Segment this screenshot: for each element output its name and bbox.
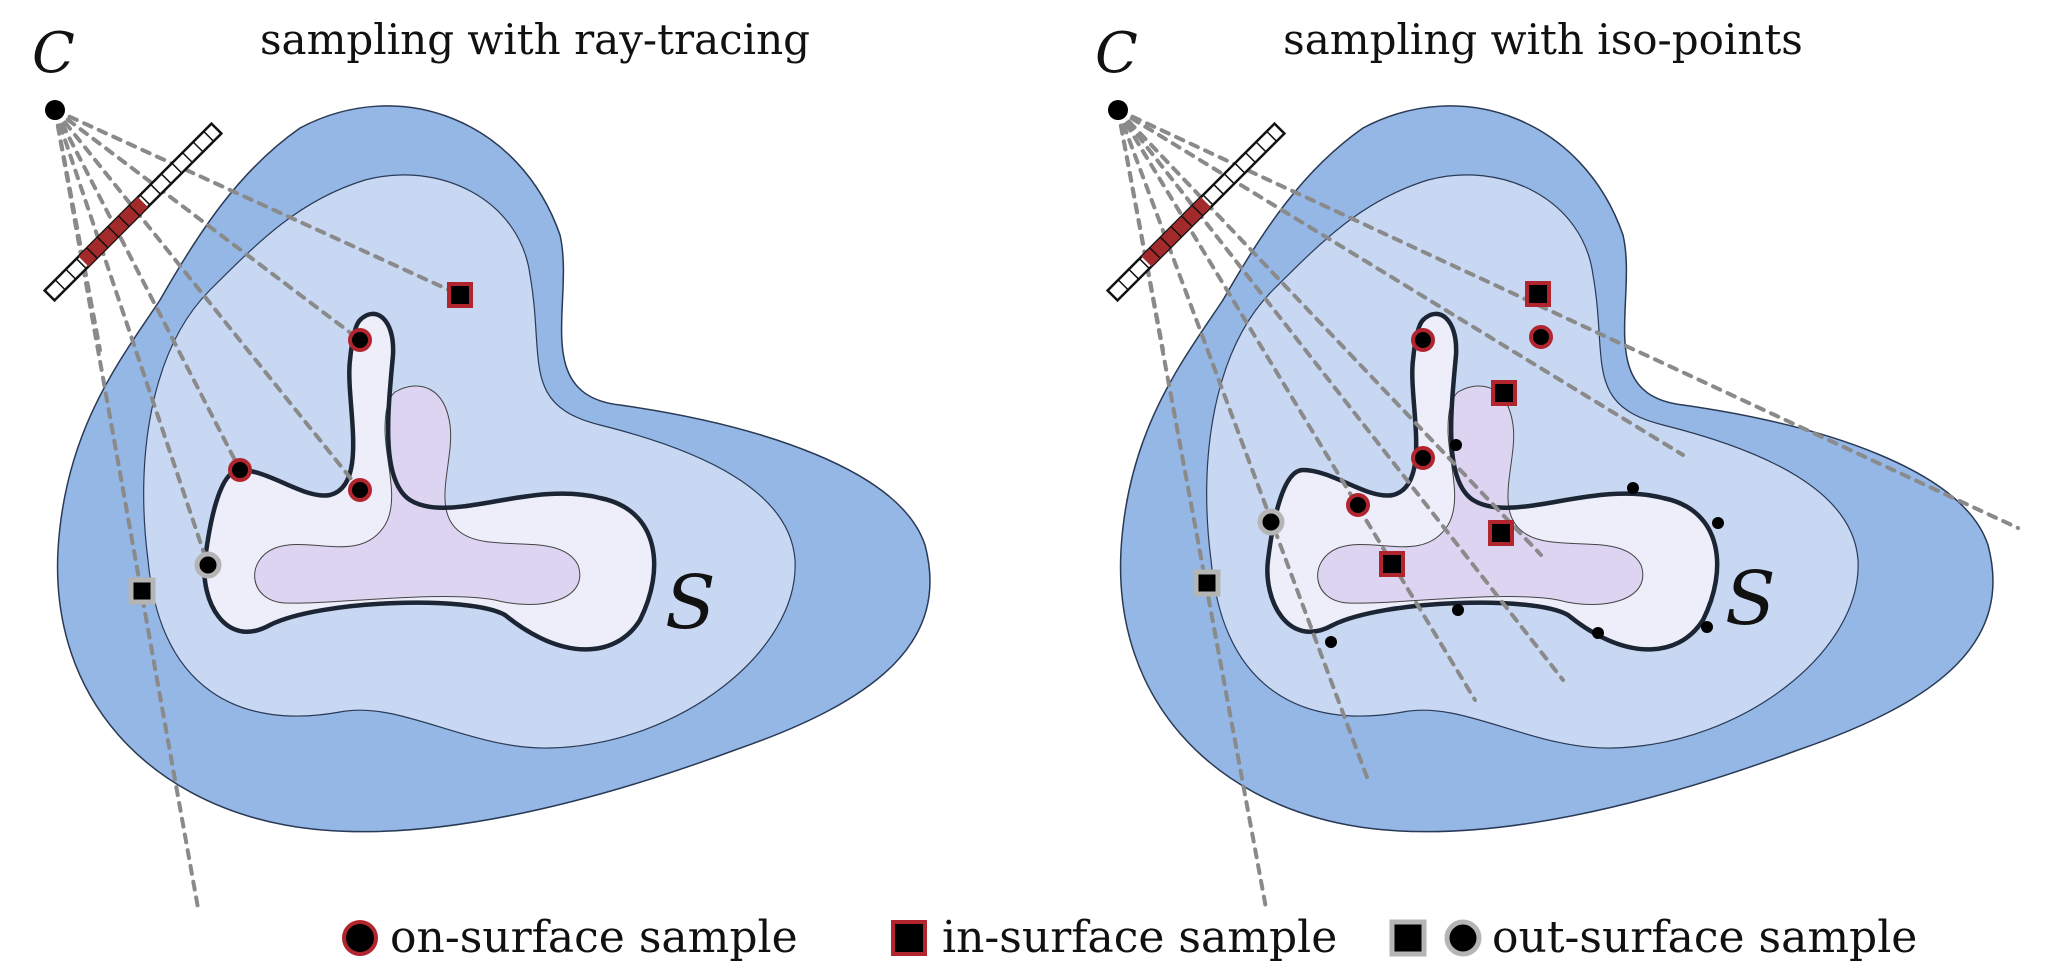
ray [1116,108,2020,530]
legend-label-out-surface: out-surface sample [1492,912,1917,963]
core-region [1317,385,1644,606]
out-surface-sample-circle [1257,508,1285,536]
on-surface-sample [1346,493,1370,517]
middle-band-region [1206,174,1859,749]
iso-points [1325,439,1724,648]
out-surface-legend-square [1389,919,1427,957]
image-plane-pixel-grid [1117,130,1278,291]
ray [53,108,102,352]
surface-label: S [665,560,716,646]
legend-label-in-surface: in-surface sample [942,912,1337,963]
iso-point [1701,621,1713,633]
surface-curve [202,311,657,652]
ray [1116,108,1685,457]
iso-point [1452,604,1464,616]
image-plane-pixel-grid [54,130,215,291]
camera-label: C [32,21,75,86]
surface-curve [1265,311,1720,652]
legend-item-out-surface: out-surface sample [1389,912,1917,963]
out-surface-sample-circle [194,551,222,579]
in-surface-legend-marker [891,920,927,956]
on-surface-sample [348,478,372,502]
image-plane [1105,121,1287,303]
on-surface-sample [1529,325,1553,349]
core-region [254,385,581,606]
iso-point [1712,517,1724,529]
out-surface-legend-circle [1444,919,1482,957]
iso-point [1325,636,1337,648]
ray [53,108,242,472]
on-surface-sample [348,328,372,352]
ray [53,108,210,567]
legend-item-on-surface: on-surface sample [342,912,798,963]
panel-title: sampling with ray-tracing [260,15,810,64]
camera-center [45,100,65,120]
panel-iso-points: sampling with iso-points S [1095,15,2020,910]
in-surface-sample [1525,281,1551,307]
in-surface-sample [1491,380,1517,406]
iso-point [1450,439,1462,451]
ray [1116,108,1370,782]
surface-label: S [1725,556,1776,642]
ray [53,108,362,492]
panel-ray-tracing: sampling with ray-tracing S [32,15,931,910]
panel-title: sampling with iso-points [1283,15,1803,64]
camera-center [1108,100,1128,120]
camera-label: C [1095,21,1138,86]
legend-label-on-surface: on-surface sample [390,912,798,963]
on-surface-sample [1411,328,1435,352]
out-surface-sample-square [1193,569,1221,597]
ray [53,108,462,297]
legend-item-in-surface: in-surface sample [891,912,1337,963]
iso-point [1627,482,1639,494]
ray [1116,108,1477,702]
on-surface-sample [1411,446,1435,470]
in-surface-sample [1488,520,1514,546]
image-plane [42,121,224,303]
in-surface-sample [447,282,473,308]
in-surface-sample [1379,551,1405,577]
iso-point [1592,627,1604,639]
ray [53,108,362,342]
ray [1116,108,1543,557]
camera-rays [53,108,462,910]
ray [1116,108,1165,352]
out-surface-sample-square [128,577,156,605]
legend: on-surface sample in-surface sample out-… [342,912,1917,963]
on-surface-sample [228,458,252,482]
on-surface-legend-marker [342,920,378,956]
